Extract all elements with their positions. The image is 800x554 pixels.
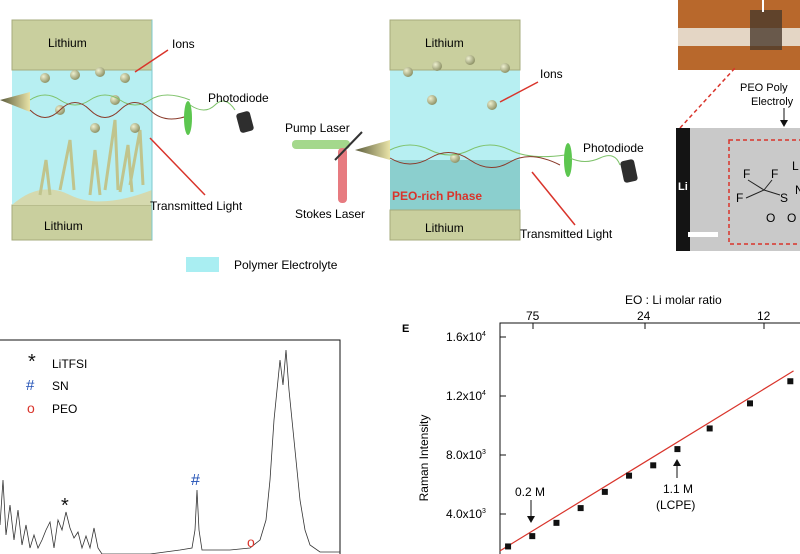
probe-beam-left [0, 92, 30, 112]
legend-label: Polymer Electrolyte [234, 258, 338, 272]
dendrites [38, 119, 145, 196]
li-label: Li [678, 181, 688, 193]
top-tick-2: 24 [637, 309, 651, 323]
data-point [626, 472, 633, 479]
photodiode-label-left: Photodiode [208, 91, 269, 105]
micrograph-bottom [676, 128, 800, 251]
svg-text:N: N [795, 183, 800, 197]
top-electrode-label-left: Lithium [48, 36, 87, 50]
photodiode-middle [620, 159, 638, 183]
cell-left: Lithium Lithium [11, 19, 153, 241]
svg-text:F: F [743, 167, 750, 181]
micrograph-panel: PEO Poly Electroly Li F F F S O O L N [676, 0, 800, 251]
y-tick-label-2: 1.2x104 [446, 389, 486, 403]
svg-text:S: S [780, 191, 788, 205]
ions-middle [403, 55, 510, 163]
stokes-label: Stokes Laser [295, 207, 365, 221]
data-point [787, 378, 794, 385]
panel-e-label: E [402, 323, 409, 335]
spectrum-trace [0, 349, 340, 554]
ions-label-middle: Ions [540, 67, 563, 81]
legend-symbol-sn: # [26, 377, 35, 394]
data-point [747, 400, 753, 407]
chart-e: E EO : Li molar ratio Raman Intensity 75… [402, 293, 800, 554]
y-tick-label-1: 1.6x104 [446, 330, 486, 344]
lens-left [184, 101, 192, 135]
tfsi-structure: F F F S O O L N [736, 159, 800, 225]
lithium-bottom-middle [389, 209, 521, 241]
red-wave-middle [389, 152, 561, 168]
annotation-1-1M: 1.1 M [663, 482, 693, 496]
lithium-strip [676, 128, 690, 251]
bottom-electrode-label-left: Lithium [44, 219, 83, 233]
y-axis-label: Raman Intensity [417, 415, 431, 502]
peo-label-line1: PEO Poly [740, 82, 788, 94]
legend-symbol-litfsi: * [28, 351, 36, 373]
top-tick-3: 12 [757, 309, 771, 323]
annotation-0-2M: 0.2 M [515, 485, 545, 499]
transmitted-label-left: Transmitted Light [150, 199, 243, 213]
peo-phase-block [390, 160, 520, 210]
ions-left [40, 67, 140, 133]
spectrum-panel: * LiTFSI # SN o PEO * # o [0, 339, 341, 554]
top-electrode-label-middle: Lithium [425, 36, 464, 50]
pump-laser-beam [292, 140, 350, 149]
data-point [553, 519, 560, 526]
marker-hash: # [191, 472, 200, 489]
y-tick-label-3: 8.0x103 [446, 448, 486, 462]
legend-symbol-peo: o [27, 400, 35, 416]
svg-text:F: F [736, 191, 743, 205]
data-point [577, 505, 584, 512]
ions-arrow-middle [499, 81, 539, 103]
data-point [650, 462, 657, 469]
data-point [674, 446, 681, 453]
data-point [601, 488, 608, 495]
cell-middle: Lithium Lithium PEO-rich Phase [389, 19, 521, 241]
svg-text:F: F [771, 167, 778, 181]
peo-label-line2: Electroly [751, 96, 794, 108]
svg-text:O: O [766, 211, 775, 225]
lens-middle [564, 143, 572, 177]
legend-label-sn: SN [52, 379, 69, 393]
zoom-line [679, 67, 736, 129]
legend-label-litfsi: LiTFSI [52, 357, 87, 371]
ions-label-left: Ions [172, 37, 195, 51]
photodiode-label-middle: Photodiode [583, 141, 644, 155]
data-point [706, 425, 713, 432]
stokes-laser-beam [338, 148, 347, 203]
scale-bar [688, 232, 718, 237]
bottom-electrode-label-middle: Lithium [425, 221, 464, 235]
pump-label: Pump Laser [285, 121, 350, 135]
transmitted-arrow-left [149, 137, 206, 196]
marker-star: * [61, 495, 69, 517]
svg-text:L: L [792, 159, 799, 173]
green-wave-middle [389, 144, 566, 158]
lithium-top-middle [389, 19, 521, 71]
transmitted-arrow-middle [531, 171, 576, 226]
annotation-lcpe: (LCPE) [656, 498, 695, 512]
phase-label: PEO-rich Phase [392, 189, 482, 203]
data-point [505, 543, 512, 550]
plot-frame [499, 322, 800, 554]
green-wave-left [29, 94, 191, 106]
svg-text:O: O [787, 211, 796, 225]
legend-swatch [186, 257, 219, 272]
data-point [529, 533, 536, 540]
red-wave-left [29, 102, 191, 120]
zoom-box [728, 139, 800, 245]
marker-circle: o [247, 534, 255, 550]
top-tick-1: 75 [526, 309, 540, 323]
dendrite-base [12, 189, 152, 205]
photodiode-left [236, 111, 254, 133]
legend-label-peo: PEO [52, 402, 77, 416]
y-tick-label-4: 4.0x103 [446, 507, 486, 521]
fit-line [499, 370, 794, 552]
probe-beam-middle [355, 140, 390, 160]
spectrum-frame [0, 339, 341, 554]
ions-arrow-left [134, 49, 169, 73]
transmitted-label-middle: Transmitted Light [520, 227, 613, 241]
beam-splitter [334, 131, 363, 161]
top-axis-label: EO : Li molar ratio [625, 293, 722, 307]
